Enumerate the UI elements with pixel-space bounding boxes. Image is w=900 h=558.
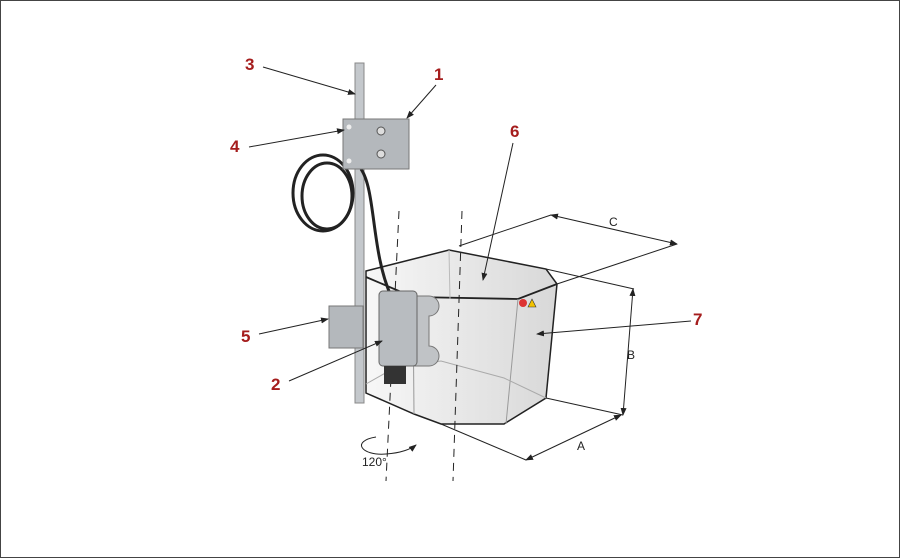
cable: [291, 153, 393, 297]
callout-7: 7: [693, 310, 703, 329]
callout-2: 2: [271, 375, 281, 394]
rotation-angle: 120°: [362, 455, 387, 469]
dimension-lines: [361, 213, 678, 461]
hazard-icon: [527, 298, 537, 308]
shield-axis: [452, 210, 463, 482]
leader-lines: [248, 66, 692, 382]
callout-1: 1: [434, 65, 444, 84]
callout-3: 3: [245, 55, 255, 74]
warning-sign-icon: [519, 299, 527, 307]
hinge-sensor: [378, 290, 418, 367]
lower-bracket: [328, 305, 364, 349]
upper-bracket: [342, 118, 410, 170]
rotation-axis: [385, 210, 400, 482]
dimension-b: B: [627, 348, 636, 362]
callout-4: 4: [230, 137, 240, 156]
callout-6: 6: [510, 122, 520, 141]
dimension-a: A: [577, 439, 586, 453]
pole: [354, 62, 365, 404]
callout-5: 5: [241, 327, 251, 346]
dimension-c: C: [609, 215, 618, 229]
